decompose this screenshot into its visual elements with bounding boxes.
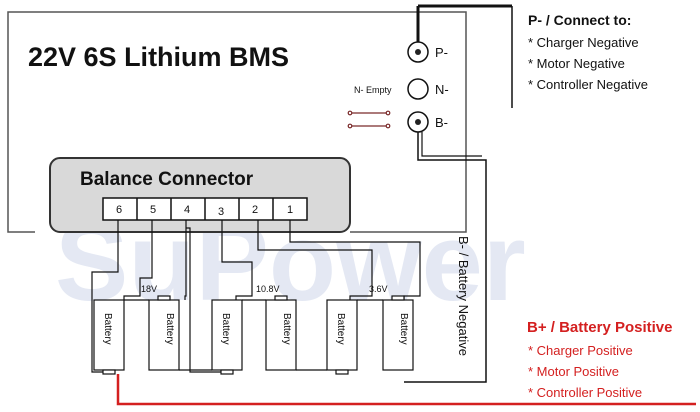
b-minus-wire (404, 132, 487, 383)
voltage-18v: 18V (141, 284, 157, 294)
voltage-3-6v: 3.6V (369, 284, 388, 294)
p-minus-info-item: * Controller Negative (528, 77, 648, 92)
b-plus-wire (116, 374, 696, 406)
pin-5: 5 (150, 204, 156, 216)
p-minus-info-item: * Charger Negative (528, 35, 639, 50)
pin-3: 3 (218, 206, 224, 218)
b-minus-wire-label: B- / Battery Negative (456, 236, 471, 356)
p-minus-info-item: * Motor Negative (528, 56, 625, 71)
bms-board-outline-right (418, 11, 467, 233)
battery-1-label: Battery (102, 313, 113, 345)
b-minus-label: B- (435, 115, 448, 130)
b-plus-info-item: * Motor Positive (528, 364, 619, 379)
battery-5-label: Battery (335, 313, 346, 345)
jumper-symbol (347, 110, 391, 129)
battery-pack (93, 295, 414, 375)
p-minus-info-heading: P- / Connect to: (528, 12, 631, 28)
b-minus-terminal-dot (415, 119, 421, 125)
n-minus-terminal (407, 78, 429, 100)
pin-2: 2 (252, 204, 258, 216)
page-title: 22V 6S Lithium BMS (28, 42, 289, 72)
balance-pin-row (102, 197, 308, 221)
battery-links (124, 299, 383, 371)
p-minus-terminal-dot (415, 49, 421, 55)
voltage-10-8v: 10.8V (256, 284, 280, 294)
pin-4: 4 (184, 204, 190, 216)
battery-4-label: Battery (281, 313, 292, 345)
p-minus-label: P- (435, 45, 448, 60)
n-minus-note: N- Empty (354, 85, 392, 95)
b-minus-wire-inner (421, 132, 482, 157)
battery-3-label: Battery (220, 313, 231, 345)
pin-6: 6 (116, 204, 122, 216)
b-plus-info-heading: B+ / Battery Positive (527, 319, 672, 336)
battery-6-label: Battery (398, 313, 409, 345)
b-plus-info-item: * Controller Positive (528, 385, 642, 400)
bms-board-outline (7, 11, 418, 233)
pin-1: 1 (287, 204, 293, 216)
balance-wires (91, 220, 421, 373)
b-plus-info-item: * Charger Positive (528, 343, 633, 358)
n-minus-label: N- (435, 82, 449, 97)
battery-2-label: Battery (164, 313, 175, 345)
balance-connector-label: Balance Connector (80, 169, 254, 190)
